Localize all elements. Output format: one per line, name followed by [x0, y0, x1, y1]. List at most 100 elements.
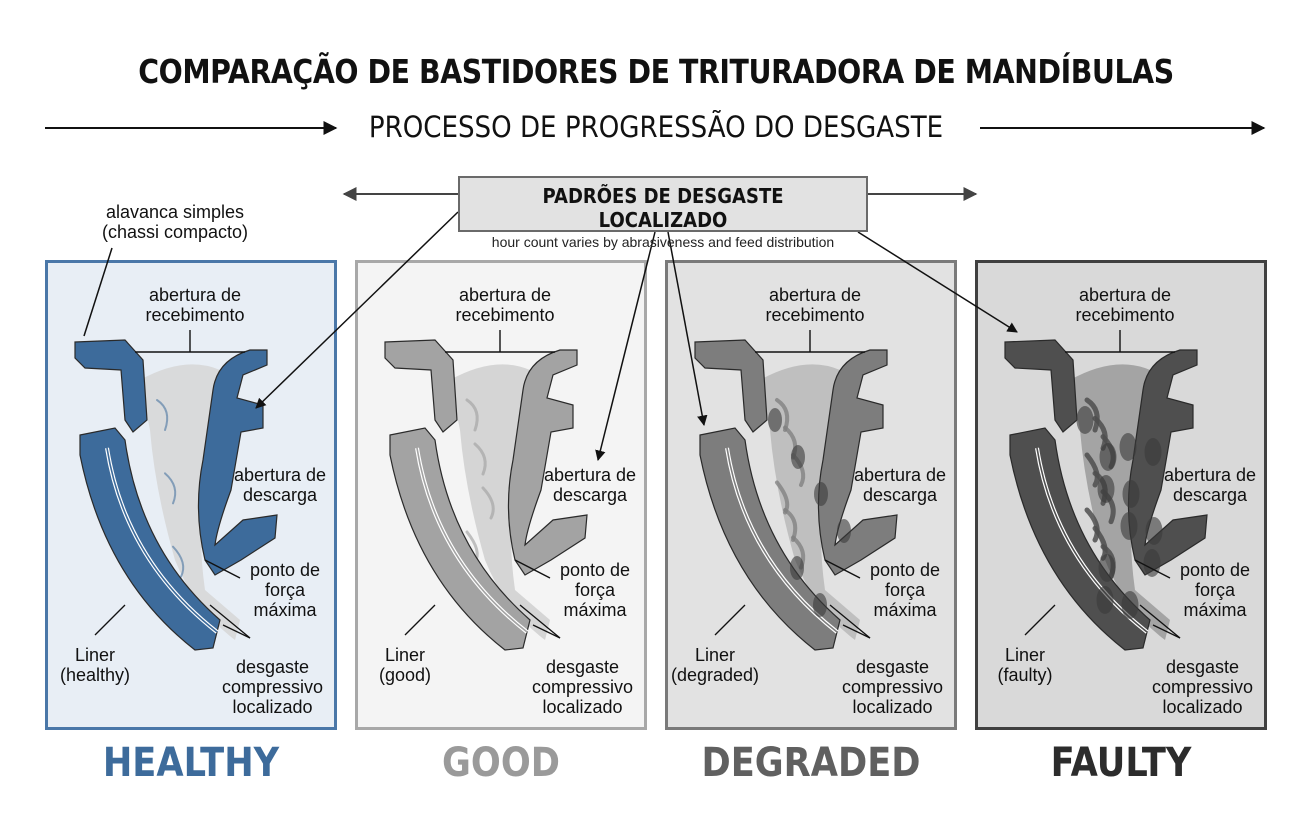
- panel-healthy: [45, 260, 337, 730]
- label-compressive-wear-degraded-line: desgaste: [855, 657, 930, 677]
- label-liner-faulty-line: (faulty): [997, 665, 1053, 685]
- callout-subtitle: hour count varies by abrasiveness and fe…: [491, 234, 835, 250]
- liner-strip-edge: [106, 447, 218, 633]
- label-liner-healthy: Liner(healthy): [50, 645, 140, 685]
- lever-arm: [384, 339, 458, 433]
- pointer-degraded: [667, 231, 708, 427]
- crusher-diagram-healthy: [74, 330, 278, 651]
- wear-pointer: [222, 624, 251, 639]
- wear-pointer: [1152, 624, 1181, 639]
- crusher-diagram-degraded: [694, 330, 898, 651]
- lever-annotation-line2: (chassi compacto): [101, 222, 249, 242]
- wear-pointer: [532, 624, 561, 639]
- wear-pattern-callout: PADRÕES DE DESGASTE LOCALIZADO hour coun…: [458, 176, 868, 250]
- page-title: COMPARAÇÃO DE BASTIDORES DE TRITURADORA …: [138, 52, 1174, 91]
- label-compressive-wear-healthy-line: compressivo: [221, 677, 324, 697]
- lever-arm: [694, 339, 768, 433]
- label-force-point-healthy-line: força: [264, 580, 306, 600]
- feed-opening-bracket: [135, 330, 245, 353]
- wear-damage: [791, 445, 805, 469]
- label-liner-faulty-line: Liner: [1004, 645, 1046, 665]
- label-feed-opening-good-line: recebimento: [455, 305, 555, 325]
- label-compressive-wear-good-line: compressivo: [531, 677, 634, 697]
- label-force-point-faulty-line: máxima: [1183, 600, 1247, 620]
- feed-opening-bracket: [445, 330, 555, 353]
- wear-damage: [1121, 591, 1139, 619]
- label-force-point-degraded-line: ponto de: [869, 560, 941, 580]
- liner-pointer: [714, 604, 746, 636]
- label-discharge-opening-degraded-line: descarga: [862, 485, 938, 505]
- lever-arm: [1004, 339, 1078, 433]
- wear-damage: [1097, 475, 1115, 503]
- crusher-diagram-good: [384, 330, 588, 651]
- label-force-point-healthy-line: máxima: [253, 600, 317, 620]
- lever-annotation: alavanca simples (chassi compacto): [90, 202, 260, 242]
- lever-annotation-line1: alavanca simples: [105, 202, 245, 222]
- lever-arm: [74, 339, 148, 433]
- state-label-good: GOOD: [442, 740, 560, 786]
- label-feed-opening-good-line: abertura de: [458, 285, 552, 305]
- pointer-good: [595, 231, 656, 462]
- label-liner-degraded-line: Liner: [694, 645, 736, 665]
- wear-streak: [1084, 397, 1100, 433]
- panel-faulty: [975, 260, 1267, 730]
- progression-subtitle: PROCESSO DE PROGRESSÃO DO DESGASTE: [368, 110, 944, 144]
- panel-good: [355, 260, 647, 730]
- wear-damage: [814, 482, 828, 506]
- wear-streak: [1084, 507, 1100, 543]
- label-compressive-wear-healthy-line: localizado: [232, 697, 313, 717]
- label-compressive-wear-faulty-line: compressivo: [1151, 677, 1254, 697]
- lever-pointer: [83, 247, 113, 337]
- label-discharge-opening-good-line: abertura de: [543, 465, 637, 485]
- label-liner-good-line: Liner: [384, 645, 426, 665]
- label-force-point-faulty-line: ponto de: [1179, 560, 1251, 580]
- wear-streak: [156, 399, 169, 431]
- wear-damage: [1120, 512, 1138, 540]
- label-liner-degraded-line: (degraded): [670, 665, 760, 685]
- wear-damage: [1099, 443, 1117, 471]
- label-liner-good: Liner(good): [360, 645, 450, 685]
- callout-title: PADRÕES DE DESGASTE LOCALIZADO: [542, 184, 784, 232]
- label-discharge-opening-faulty-line: abertura de: [1163, 465, 1257, 485]
- label-force-point-good-line: máxima: [563, 600, 627, 620]
- label-discharge-opening-healthy-line: descarga: [242, 485, 318, 505]
- wear-streak: [172, 545, 185, 578]
- wear-damage: [1076, 406, 1094, 434]
- label-liner-healthy-line: Liner: [74, 645, 116, 665]
- feed-opening-bracket: [1065, 330, 1175, 353]
- label-force-point-good-line: força: [574, 580, 616, 600]
- label-liner-faulty: Liner(faulty): [980, 645, 1070, 685]
- state-label-healthy: HEALTHY: [102, 740, 280, 786]
- wear-streak: [473, 442, 487, 476]
- wear-pointer: [209, 604, 251, 639]
- label-feed-opening-healthy-line: abertura de: [148, 285, 242, 305]
- label-feed-opening-faulty-line: recebimento: [1075, 305, 1175, 325]
- wear-damage: [768, 408, 782, 432]
- panel-degraded: [665, 260, 957, 730]
- force-point-pointer: [204, 559, 241, 579]
- label-feed-opening-degraded-line: recebimento: [765, 305, 865, 325]
- wear-pointer: [519, 604, 561, 639]
- label-force-point-healthy-line: ponto de: [249, 560, 321, 580]
- label-compressive-wear-degraded-line: compressivo: [841, 677, 944, 697]
- wear-pointer: [842, 624, 871, 639]
- wear-streak: [465, 398, 479, 432]
- wear-streak: [481, 486, 495, 520]
- label-force-point-degraded-line: força: [884, 580, 926, 600]
- wear-damage: [1144, 438, 1162, 466]
- liner-strip-edge: [416, 447, 528, 633]
- state-label-degraded: DEGRADED: [701, 740, 921, 786]
- label-discharge-opening-faulty-line: descarga: [1172, 485, 1248, 505]
